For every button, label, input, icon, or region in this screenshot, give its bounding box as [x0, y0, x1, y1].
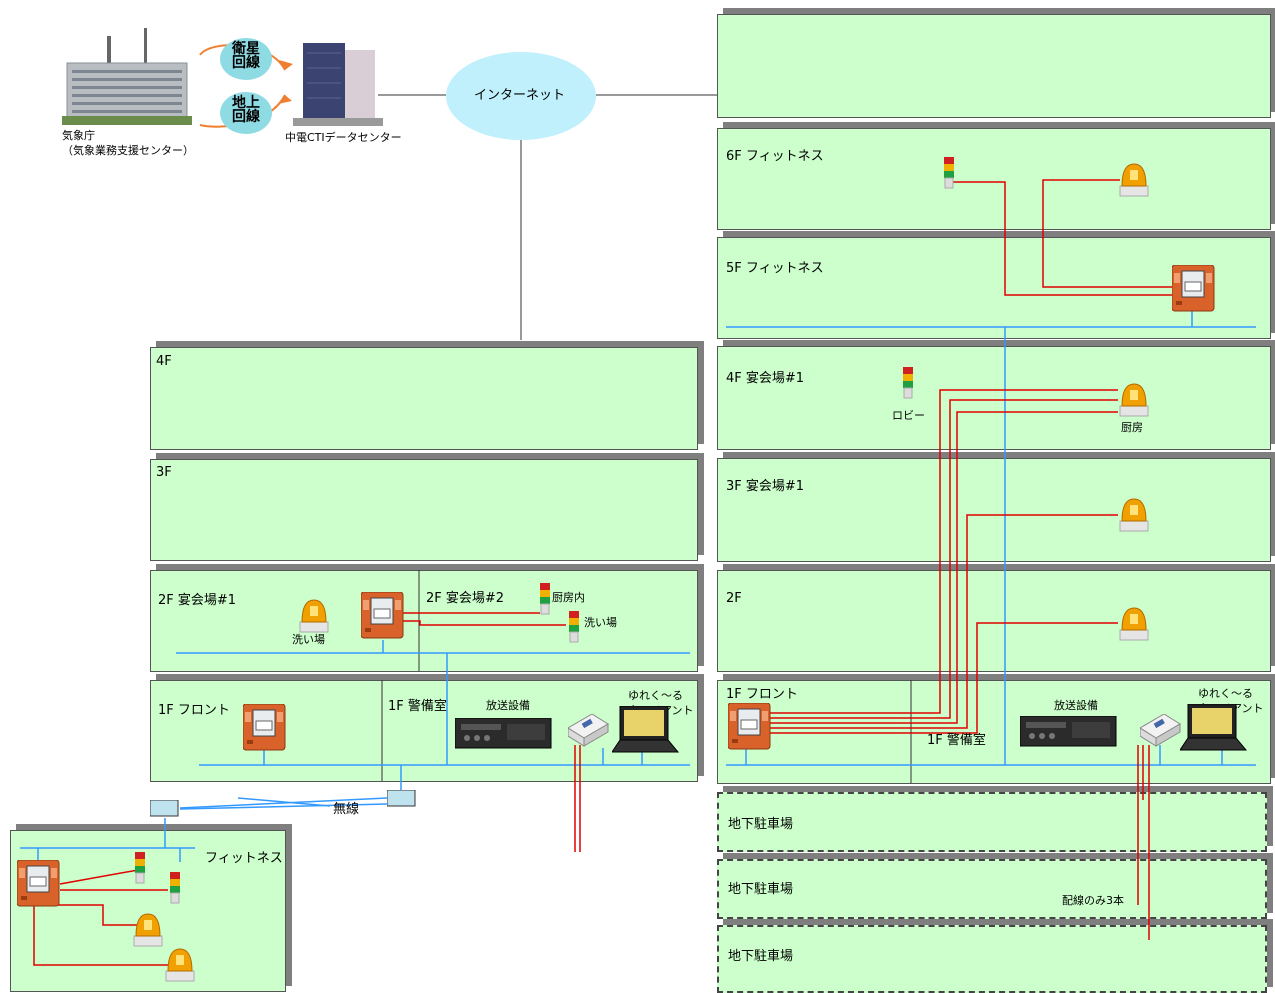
label-broadcast-left: 放送設備 [486, 700, 530, 711]
jma-label: 気象庁 [62, 130, 95, 141]
label-lobby: ロビー [892, 410, 925, 421]
label-6f-fitness: 6F フィットネス [726, 150, 824, 163]
signal-tower-icon [135, 852, 147, 888]
alarm-panel-icon [1172, 265, 1216, 313]
jma-sublabel: （気象業務支援センター） [62, 145, 194, 156]
label-left-3f: 3F [156, 466, 172, 479]
wireless-ap-icon [150, 800, 180, 818]
label-left-2f-hall2: 2F 宴会場#2 [426, 592, 504, 605]
label-wash-b: 洗い場 [584, 617, 617, 628]
signal-tower-icon [540, 583, 552, 619]
alarm-panel-icon [728, 703, 772, 751]
broadcast-amp-icon [1020, 716, 1118, 748]
siren-icon [296, 596, 332, 634]
datacenter-label: 中電CTIデータセンター [285, 132, 402, 143]
broadcast-amp-icon [455, 718, 553, 750]
alarm-panel-icon [17, 860, 61, 908]
signal-tower-icon [903, 367, 915, 403]
label-wash-a: 洗い場 [292, 634, 325, 645]
label-left-4f: 4F [156, 355, 172, 368]
ground-line-bubble: 地上 回線 [220, 92, 272, 134]
siren-icon [1116, 160, 1152, 198]
siren-icon [130, 910, 166, 948]
receiver-icon [568, 714, 610, 748]
label-fitness-left: フィットネス [205, 852, 283, 865]
label-left-1f-front: 1F フロント [158, 704, 230, 717]
label-1f-guard-right: 1F 警備室 [927, 734, 986, 747]
label-kitchen-in: 厨房内 [552, 592, 585, 603]
datacenter-building-icon [293, 38, 383, 126]
jma-building-icon [62, 28, 192, 125]
receiver-icon [1140, 714, 1182, 748]
label-client-left-1: ゆれく～る [628, 690, 683, 701]
siren-icon [1116, 495, 1152, 533]
label-4f-hall: 4F 宴会場#1 [726, 372, 804, 385]
label-5f-fitness: 5F フィットネス [726, 262, 824, 275]
satellite-line-bubble: 衛星 回線 [220, 38, 272, 80]
label-3f-hall: 3F 宴会場#1 [726, 480, 804, 493]
signal-tower-icon [170, 872, 182, 908]
alarm-panel-icon [243, 704, 287, 752]
signal-tower-icon [569, 611, 581, 647]
laptop-icon [1180, 704, 1248, 752]
siren-icon [162, 945, 198, 983]
siren-icon [1116, 380, 1152, 418]
label-client-right-1: ゆれく～る [1198, 688, 1253, 699]
laptop-icon [612, 706, 680, 754]
label-broadcast-right: 放送設備 [1054, 700, 1098, 711]
siren-icon [1116, 604, 1152, 642]
label-wiring-note: 配線のみ3本 [1062, 895, 1124, 906]
label-1f-front-right: 1F フロント [726, 688, 798, 701]
label-parking-1: 地下駐車場 [728, 818, 793, 831]
label-parking-2: 地下駐車場 [728, 883, 793, 896]
alarm-panel-icon [361, 592, 405, 640]
internet-cloud: インターネット [446, 52, 596, 140]
label-left-2f-hall1: 2F 宴会場#1 [158, 594, 236, 607]
label-left-1f-guard: 1F 警備室 [388, 700, 447, 713]
label-kitchen: 厨房 [1121, 422, 1143, 433]
wireless-ap-icon [387, 790, 417, 808]
label-parking-3: 地下駐車場 [728, 950, 793, 963]
label-wireless: 無線 [333, 803, 359, 816]
label-2f: 2F [726, 592, 742, 605]
signal-tower-icon [944, 157, 956, 193]
